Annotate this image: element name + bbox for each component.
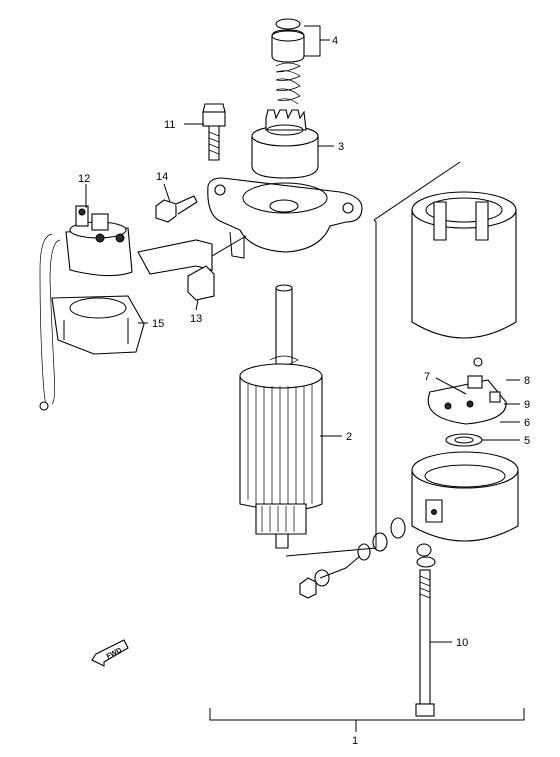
callout-7: 7 (424, 371, 430, 383)
washer-5 (445, 433, 483, 447)
pinion-stop-cap (271, 18, 305, 63)
callout-1: 1 (352, 735, 358, 747)
bracket-plate (137, 235, 247, 301)
callout-2: 2 (346, 431, 352, 443)
callout-15: 15 (152, 318, 164, 330)
callout-14: 14 (156, 171, 168, 183)
washer-stack (299, 517, 436, 599)
callout-11: 11 (164, 119, 175, 131)
bolt-11 (202, 103, 226, 161)
assembly-lines (285, 161, 461, 579)
commutator-end-cover (411, 451, 519, 542)
solenoid-cover (51, 295, 145, 355)
callout-5: 5 (524, 435, 530, 447)
callout-9: 9 (524, 399, 530, 411)
drive-end-housing (207, 177, 363, 259)
callout-8: 8 (524, 375, 530, 387)
callout-6: 6 (524, 417, 530, 429)
through-bolt (415, 569, 435, 717)
callout-13: 13 (190, 313, 202, 325)
brush-holder-assembly (427, 357, 508, 425)
pinion-spring (275, 62, 301, 105)
bolt-14 (155, 195, 198, 223)
callout-12: 12 (78, 173, 90, 185)
solenoid-switch (39, 205, 133, 411)
fwd-arrow-icon: FWD (91, 639, 129, 667)
callout-leaders (85, 25, 525, 732)
armature (239, 284, 323, 549)
callout-4: 4 (332, 35, 338, 47)
callout-10: 10 (456, 637, 468, 649)
yoke-housing (411, 191, 517, 339)
callout-3: 3 (338, 141, 344, 153)
pinion-gear (251, 109, 319, 179)
